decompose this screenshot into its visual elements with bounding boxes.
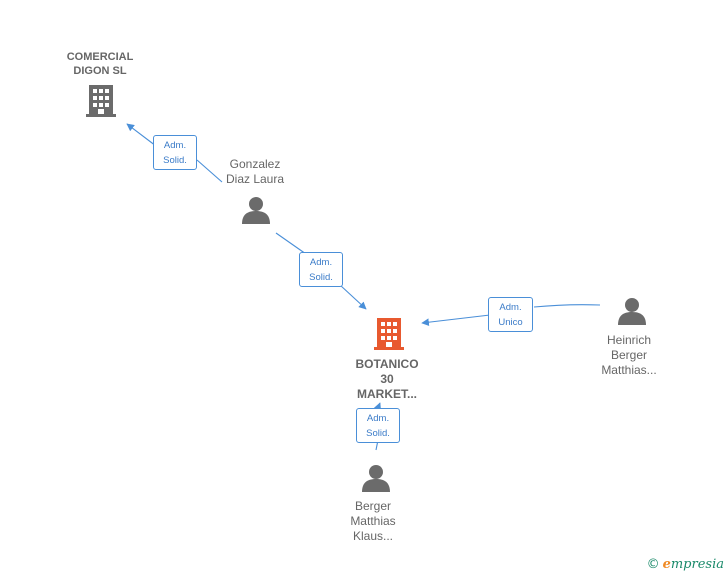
- edge-label-gonzalez-botanico[interactable]: Adm. Solid.: [299, 252, 343, 287]
- building-icon[interactable]: [86, 85, 116, 117]
- building-icon[interactable]: [374, 318, 404, 350]
- edge-label-heinrich-botanico[interactable]: Adm. Unico: [488, 297, 533, 332]
- edge-heinrich-to-botanico[interactable]: [422, 304, 601, 323]
- node-label-gonzalez-diaz[interactable]: Gonzalez Diaz Laura: [225, 157, 285, 186]
- brand-name-rest: mpresia: [670, 557, 724, 572]
- person-icon[interactable]: [362, 465, 390, 492]
- node-label-berger-matthias[interactable]: Berger Matthias Klaus...: [350, 499, 396, 543]
- empresia-watermark: ©empresia: [647, 557, 724, 572]
- node-label-heinrich-berger[interactable]: Heinrich Berger Matthias...: [601, 333, 657, 377]
- copyright-symbol: ©: [646, 557, 660, 572]
- person-icon[interactable]: [618, 298, 646, 325]
- edge-label-gonzalez-comercial[interactable]: Adm. Solid.: [153, 135, 197, 170]
- edge-label-berger-botanico[interactable]: Adm. Solid.: [356, 408, 400, 443]
- node-label-botanico[interactable]: BOTANICO 30 MARKET...: [355, 357, 419, 401]
- node-label-comercial-digon[interactable]: COMERCIAL DIGON SL: [66, 51, 134, 77]
- brand-initial: e: [662, 557, 671, 572]
- person-icon[interactable]: [242, 197, 270, 224]
- edge-gonzalez-to-comercial[interactable]: [127, 124, 223, 183]
- edge-gonzalez-to-botanico[interactable]: [275, 232, 366, 309]
